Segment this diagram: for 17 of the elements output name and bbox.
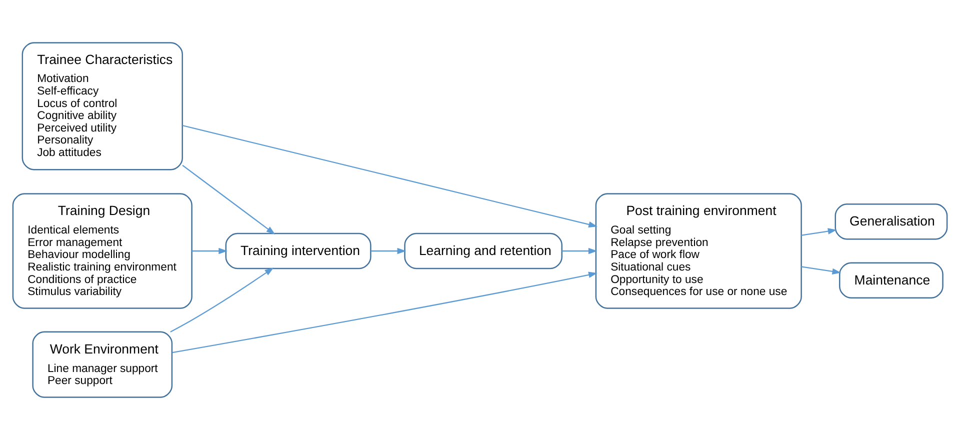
arrow [170,268,274,332]
node-box: Generalisation [834,204,948,240]
arrow [172,272,598,354]
arrow [182,164,276,234]
arrow [370,248,406,254]
node-box: Trainee Characteristics Motivation Self-efficacy Locus of control Cognitive ability Perceived utility Personality Job attitudes [22,42,183,170]
arrow [192,248,228,254]
node-box: Post training environment Goal setting Relapse prevention Pace of work flow Situational cues Opportunity to use Consequences for use or none use [595,193,802,309]
node-box: Maintenance [839,262,944,298]
arrow [801,228,837,236]
node-box: Training intervention [225,232,372,270]
arrow [182,124,598,228]
node-box: Training Design Identical elements Error management Behaviour modelling Realistic training environment Conditions of practice Stimulus variability [12,193,192,309]
node-box: Work Environment Line manager support Peer support [32,331,173,398]
node-box: Learning and retention [404,232,562,270]
arrow [801,266,842,274]
arrow [562,248,598,254]
